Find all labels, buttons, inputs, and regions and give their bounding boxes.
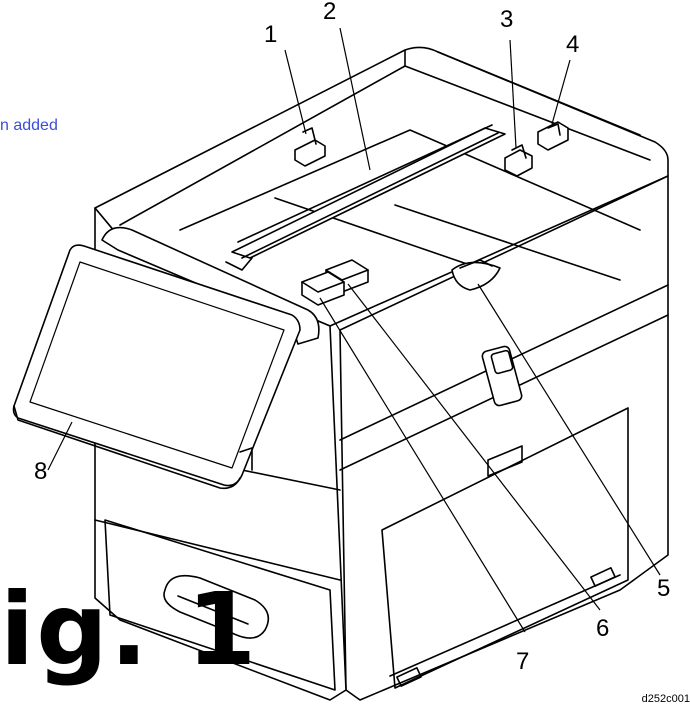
leader-line-4 [551, 59, 571, 125]
leader-line-2 [339, 27, 371, 171]
operation-panel [12, 244, 301, 487]
sensor-7 [301, 271, 345, 306]
callout-6: 6 [596, 615, 610, 642]
leader-line-1 [284, 49, 307, 135]
callout-8: 8 [34, 458, 48, 485]
exposure-glass-bar [231, 127, 506, 259]
leader-line-6 [347, 283, 601, 611]
added-note-text: n added [0, 117, 58, 134]
callout-5: 5 [657, 575, 671, 602]
leader-line-8 [47, 421, 73, 471]
sensor-4 [537, 121, 569, 151]
paper-tray [104, 519, 336, 691]
document-id: d252c001 [641, 693, 690, 705]
callout-7: 7 [516, 648, 530, 675]
callout-3: 3 [500, 6, 514, 33]
callout-4: 4 [566, 31, 580, 58]
leader-line-5 [477, 283, 661, 576]
callout-2: 2 [323, 0, 337, 25]
figure-label: ig. 1 [0, 571, 259, 688]
callout-1: 1 [264, 21, 278, 48]
leader-line-3 [509, 39, 517, 149]
leader-line-7 [319, 297, 526, 633]
front-door [381, 407, 629, 689]
